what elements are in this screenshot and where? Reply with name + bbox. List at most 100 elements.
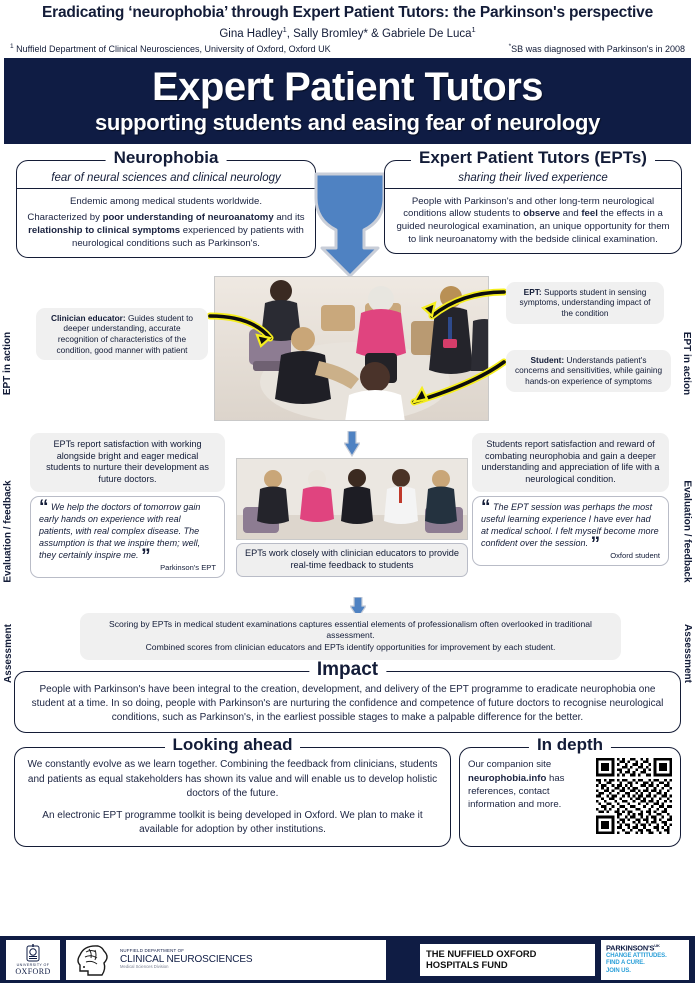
ept-satisfaction-statement: EPTs report satisfaction with working al…	[30, 432, 225, 492]
epts-panel: Expert Patient Tutors (EPTs) sharing the…	[384, 148, 682, 255]
ndcn-text-block: NUFFIELD DEPARTMENT OF CLINICAL NEUROSCI…	[120, 948, 253, 970]
student-feedback-column: Students report satisfaction and reward …	[472, 432, 669, 567]
oxford-line-2: OXFORD	[15, 967, 51, 976]
callout-clinician-label: Clinician educator:	[50, 312, 126, 323]
note-sup: *	[508, 42, 512, 50]
nohf-label: THE NUFFIELD OXFORD HOSPITALS FUND	[426, 947, 537, 970]
qr-code[interactable]	[596, 758, 672, 835]
oxford-crest-icon	[26, 944, 40, 962]
ndcn-line-1: NUFFIELD DEPARTMENT OF	[120, 948, 185, 954]
bottom-row: Looking ahead We constantly evolve as we…	[14, 736, 681, 847]
impact-legend: Impact	[308, 659, 387, 679]
impact-body: People with Parkinson's have been integr…	[31, 683, 664, 724]
intro-row: Neurophobia fear of neural sciences and …	[4, 148, 691, 278]
in-depth-legend: In depth	[528, 736, 612, 754]
brain-head-icon	[77, 944, 108, 976]
student-satisfaction-statement: Students report satisfaction and reward …	[472, 432, 669, 492]
quote-close-icon: ”	[590, 533, 601, 555]
logo-university-of-oxford: UNIVERSITY OF OXFORD	[6, 939, 60, 980]
ept-feedback-column: EPTs report satisfaction with working al…	[30, 432, 225, 579]
student-quote-part-3: have ever had at medical school. I felt …	[481, 513, 659, 548]
parkinsons-uk-tagline-1: CHANGE ATTITUDES.	[606, 952, 667, 959]
callout-ept: EPT: Supports student in sensing symptom…	[506, 281, 664, 324]
group-photo-block: EPTs work closely with clinician educato…	[236, 430, 468, 577]
group-photo-caption: EPTs work closely with clinician educato…	[236, 542, 468, 577]
banner-main-title: Expert Patient Tutors	[151, 64, 544, 109]
companion-site-link[interactable]: neurophobia.info	[468, 772, 547, 784]
author-first: Gina Hadley	[219, 27, 283, 40]
group-seated-photo	[236, 457, 468, 540]
looking-ahead-para-1: We constantly evolve as we learn togethe…	[27, 759, 438, 800]
student-quote-part-2: I	[588, 513, 592, 524]
callout-student-label: Student:	[530, 354, 565, 365]
author-note: *SB was diagnosed with Parkinson's in 20…	[509, 43, 685, 54]
ept-quote-attribution: Parkinson's EPT	[160, 563, 216, 573]
looking-ahead-para-2: An electronic EPT programme toolkit is b…	[42, 809, 423, 836]
parkinsons-uk-tagline-2: FIND A CURE.	[606, 960, 645, 967]
affiliation-text: Nuffield Department of Clinical Neurosci…	[13, 43, 331, 54]
in-depth-body: Our companion site neurophobia.info has …	[460, 748, 680, 840]
author-sup-2: 1	[471, 24, 476, 34]
parkinsons-uk-tagline-3: JOIN US.	[606, 968, 631, 975]
logo-nuffield-oxford-hospitals-fund: THE NUFFIELD OXFORD HOSPITALS FUND	[420, 943, 595, 976]
looking-ahead-legend: Looking ahead	[164, 736, 301, 754]
banner-subtitle: supporting students and easing fear of n…	[94, 109, 601, 135]
ndcn-line-2: CLINICAL NEUROSCIENCES	[120, 954, 253, 966]
assessment-line-1: Scoring by EPTs in medical student exami…	[109, 618, 592, 641]
callout-ept-label: EPT:	[523, 286, 542, 297]
in-depth-panel: In depth Our companion site neurophobia.…	[459, 736, 681, 847]
ept-quote-part-1: We help the doctors of tomorrow gain ear…	[39, 501, 201, 536]
author-sup-1: 1	[282, 24, 287, 34]
callout-clinician-text: Guides student to deeper understanding, …	[56, 312, 194, 355]
student-quote-part-1: The EPT session was perhaps the most use…	[481, 501, 653, 524]
neurophobia-line-2: Characterized by poor understanding of n…	[27, 212, 305, 249]
epts-legend: Expert Patient Tutors (EPTs)	[411, 148, 655, 166]
logo-parkinsons-uk: PARKINSON'SUK CHANGE ATTITUDES. FIND A C…	[601, 939, 689, 980]
clinical-examination-photo	[214, 275, 489, 421]
in-depth-text: Our companion site neurophobia.info has …	[468, 759, 565, 810]
poster-body: EPT in action Evaluation / feedback Asse…	[0, 144, 695, 847]
ndcn-line-3: Medical Sciences Division	[120, 964, 169, 970]
parkinsons-uk-name: PARKINSON'SUK	[606, 943, 660, 953]
page-title: Eradicating ‘neurophobia’ through Expert…	[41, 4, 653, 21]
author-rest: , Sally Bromley* & Gabriele De Luca	[286, 27, 472, 40]
merge-arrow-container	[314, 160, 386, 278]
clinical-photo-illustration	[215, 276, 488, 420]
assessment-line-2: Combined scores from clinician educators…	[145, 641, 556, 652]
oxford-line-1: UNIVERSITY OF	[16, 963, 50, 967]
looking-ahead-panel: Looking ahead We constantly evolve as we…	[14, 736, 451, 847]
neurophobia-subtitle: fear of neural sciences and clinical neu…	[17, 161, 315, 189]
down-arrow-to-assessment-icon	[350, 596, 366, 619]
title-banner: Expert Patient Tutors supporting student…	[4, 57, 691, 144]
impact-panel: Impact People with Parkinson's have been…	[14, 659, 681, 734]
neurophobia-body: Endemic among medical students worldwide…	[17, 189, 315, 258]
group-photo-illustration	[237, 458, 467, 539]
note-text: SB was diagnosed with Parkinson's in 200…	[511, 43, 685, 54]
author-list: Gina Hadley1, Sally Bromley* & Gabriele …	[8, 25, 687, 40]
logo-nuffield-clinical-neurosciences: NUFFIELD DEPARTMENT OF CLINICAL NEUROSCI…	[66, 939, 386, 980]
quote-open-icon: “	[39, 496, 49, 518]
epts-subtitle: sharing their lived experience	[385, 161, 681, 189]
quote-close-icon: ”	[141, 545, 151, 567]
affiliation-row: 1 Nuffield Department of Clinical Neuros…	[8, 43, 687, 54]
assessment-row: Scoring by EPTs in medical student exami…	[4, 596, 691, 661]
neurophobia-line-1: Endemic among medical students worldwide…	[70, 195, 262, 207]
callout-student-text: Understands patient's concerns and sensi…	[514, 354, 663, 386]
epts-body: People with Parkinson's and other long-t…	[396, 195, 670, 245]
poster-header: Eradicating ‘neurophobia’ through Expert…	[0, 0, 695, 56]
callout-ept-text: Supports student in sensing symptoms, un…	[519, 286, 651, 318]
down-arrow-to-photo-icon	[344, 430, 360, 457]
ept-in-action-row: Clinician educator: Guides student to de…	[4, 275, 691, 428]
assessment-statement: Scoring by EPTs in medical student exami…	[80, 612, 621, 660]
callout-clinician-educator: Clinician educator: Guides student to de…	[36, 307, 208, 361]
parkinsons-uk-sup: UK	[654, 943, 660, 949]
neurophobia-panel: Neurophobia fear of neural sciences and …	[16, 148, 316, 259]
ept-quote-card: “ We help the doctors of tomorrow gain e…	[30, 495, 225, 579]
ept-quote-part-2: The assumption is that we inspire them; …	[39, 525, 201, 560]
evaluation-feedback-row: EPTs report satisfaction with working al…	[4, 430, 691, 603]
footer-logo-bar: UNIVERSITY OF OXFORD NUFFIELD DEPARTMENT…	[0, 936, 695, 983]
student-quote-card: “ The EPT session was perhaps the most u…	[472, 495, 669, 567]
affiliation-sup: 1	[10, 42, 14, 50]
looking-ahead-body: We constantly evolve as we learn togethe…	[15, 748, 450, 846]
student-quote-attribution: Oxford student	[610, 551, 660, 561]
